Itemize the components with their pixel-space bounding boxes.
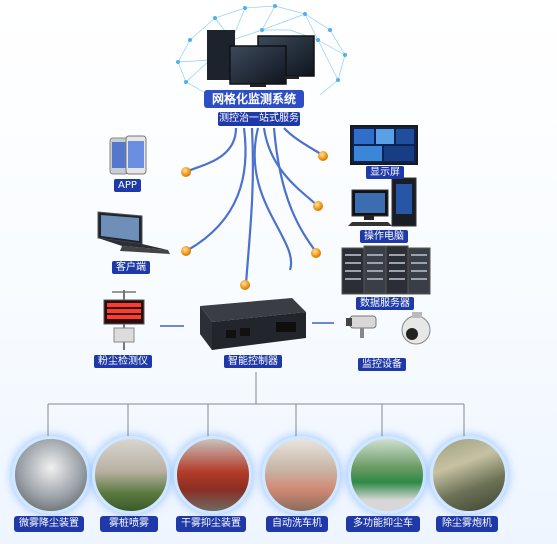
network-nodes — [176, 4, 347, 84]
server-rack-icon — [341, 245, 431, 295]
distribution-lines — [47, 372, 465, 440]
equipment-photo-dust-truck — [348, 436, 426, 514]
equipment-label-4: 自动洗车机 — [266, 516, 328, 532]
equipment-label-6: 除尘雾炮机 — [436, 516, 498, 532]
camera-icon — [346, 312, 431, 345]
display-screen-icon — [350, 125, 418, 165]
label-client: 客户端 — [112, 261, 150, 274]
monitor-cluster-icon — [207, 30, 315, 87]
label-pc: 操作电脑 — [360, 230, 408, 243]
computer-icon — [348, 177, 417, 227]
phone-icon — [109, 135, 147, 175]
label-camera: 监控设备 — [358, 358, 406, 371]
label-dust-monitor: 粉尘检测仪 — [94, 355, 152, 368]
equipment-label-3: 干雾抑尘装置 — [176, 516, 246, 532]
label-app: APP — [114, 179, 141, 192]
dust-monitor-icon — [103, 290, 145, 350]
equipment-photo-spray-pile — [92, 436, 170, 514]
controller-icon — [200, 298, 306, 350]
equipment-photo-fog-cannon — [430, 436, 508, 514]
equipment-label-5: 多功能抑尘车 — [346, 516, 420, 532]
label-display: 显示屏 — [366, 166, 404, 179]
equipment-photo-dry-fog — [174, 436, 252, 514]
equipment-photo-mist-dust — [12, 436, 90, 514]
equipment-photo-car-wash — [262, 436, 340, 514]
equipment-label-1: 微雾降尘装置 — [14, 516, 84, 532]
label-controller: 智能控制器 — [224, 355, 282, 368]
cables — [185, 127, 325, 285]
label-server: 数据服务器 — [356, 297, 414, 310]
equipment-label-2: 雾桩喷雾 — [100, 516, 158, 532]
system-subtitle: 测控治一站式服务 — [218, 112, 300, 126]
laptop-icon — [97, 211, 170, 254]
system-title: 网格化监测系统 — [204, 90, 304, 108]
signal-nodes — [181, 151, 328, 290]
